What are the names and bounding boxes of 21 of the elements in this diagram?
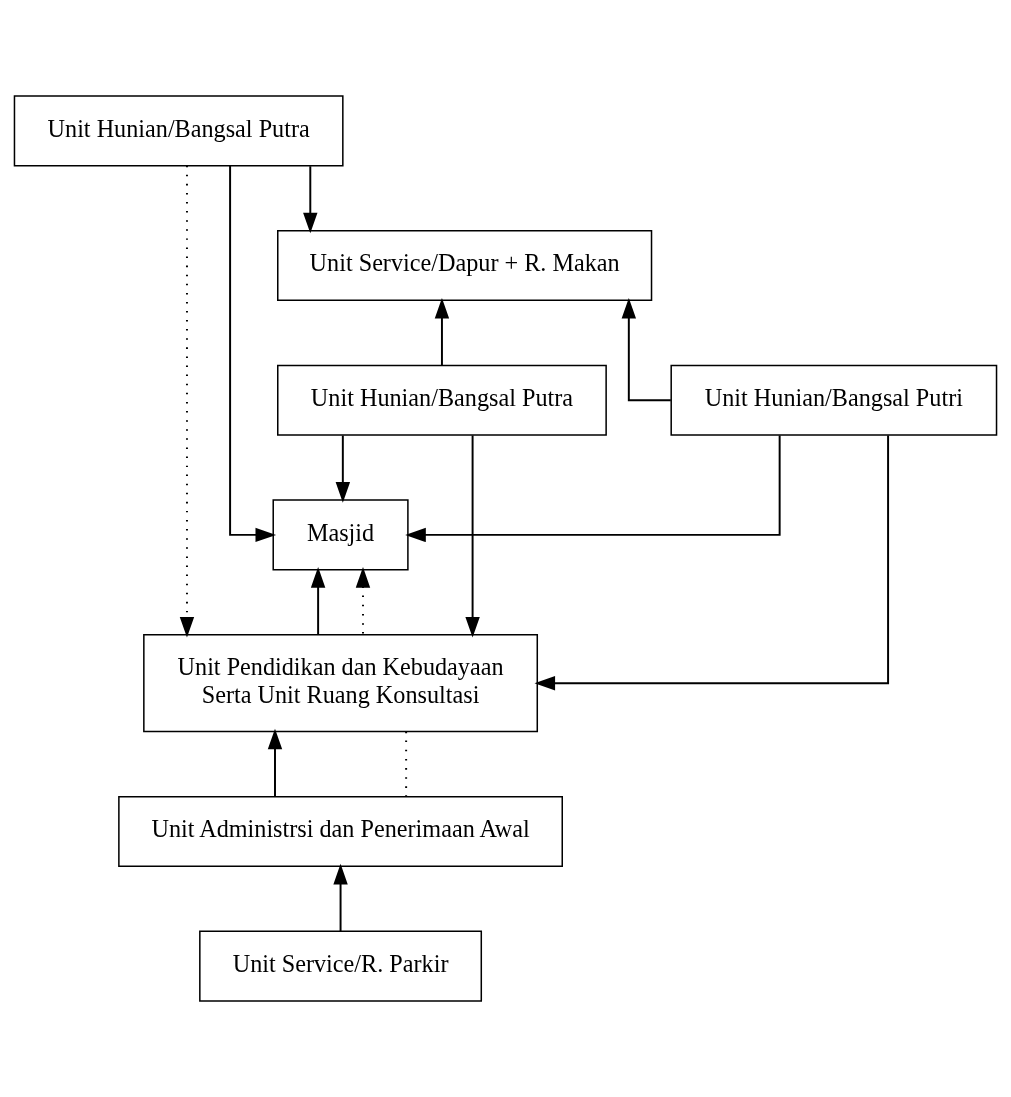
node-box: Unit Pendidikan dan Kebudayaan Serta Unit Ruang Konsultasi bbox=[143, 634, 539, 733]
node-box: Unit Hunian/Bangsal Putra bbox=[277, 364, 607, 436]
node-box: Unit Service/Dapur + R. Makan bbox=[277, 229, 653, 302]
node-box: Unit Hunian/Bangsal Putri bbox=[670, 364, 998, 436]
node-box: Masjid bbox=[272, 499, 409, 571]
arrow bbox=[179, 164, 195, 638]
arrow bbox=[465, 434, 480, 638]
node-box: Unit Hunian/Bangsal Putra bbox=[13, 95, 344, 167]
arrow bbox=[621, 297, 672, 402]
node-box: Unit Service/R. Parkir bbox=[199, 930, 483, 1002]
arrow bbox=[405, 434, 781, 543]
arrow bbox=[534, 434, 890, 691]
arrow bbox=[355, 567, 371, 636]
arrow bbox=[229, 165, 277, 543]
arrow bbox=[267, 728, 283, 798]
arrow bbox=[310, 567, 326, 636]
arrow bbox=[333, 863, 348, 932]
arrow bbox=[303, 165, 318, 234]
arrow bbox=[335, 434, 351, 503]
node-box: Unit Administrsi dan Penerimaan Awal bbox=[118, 795, 563, 868]
arrow bbox=[434, 297, 450, 367]
